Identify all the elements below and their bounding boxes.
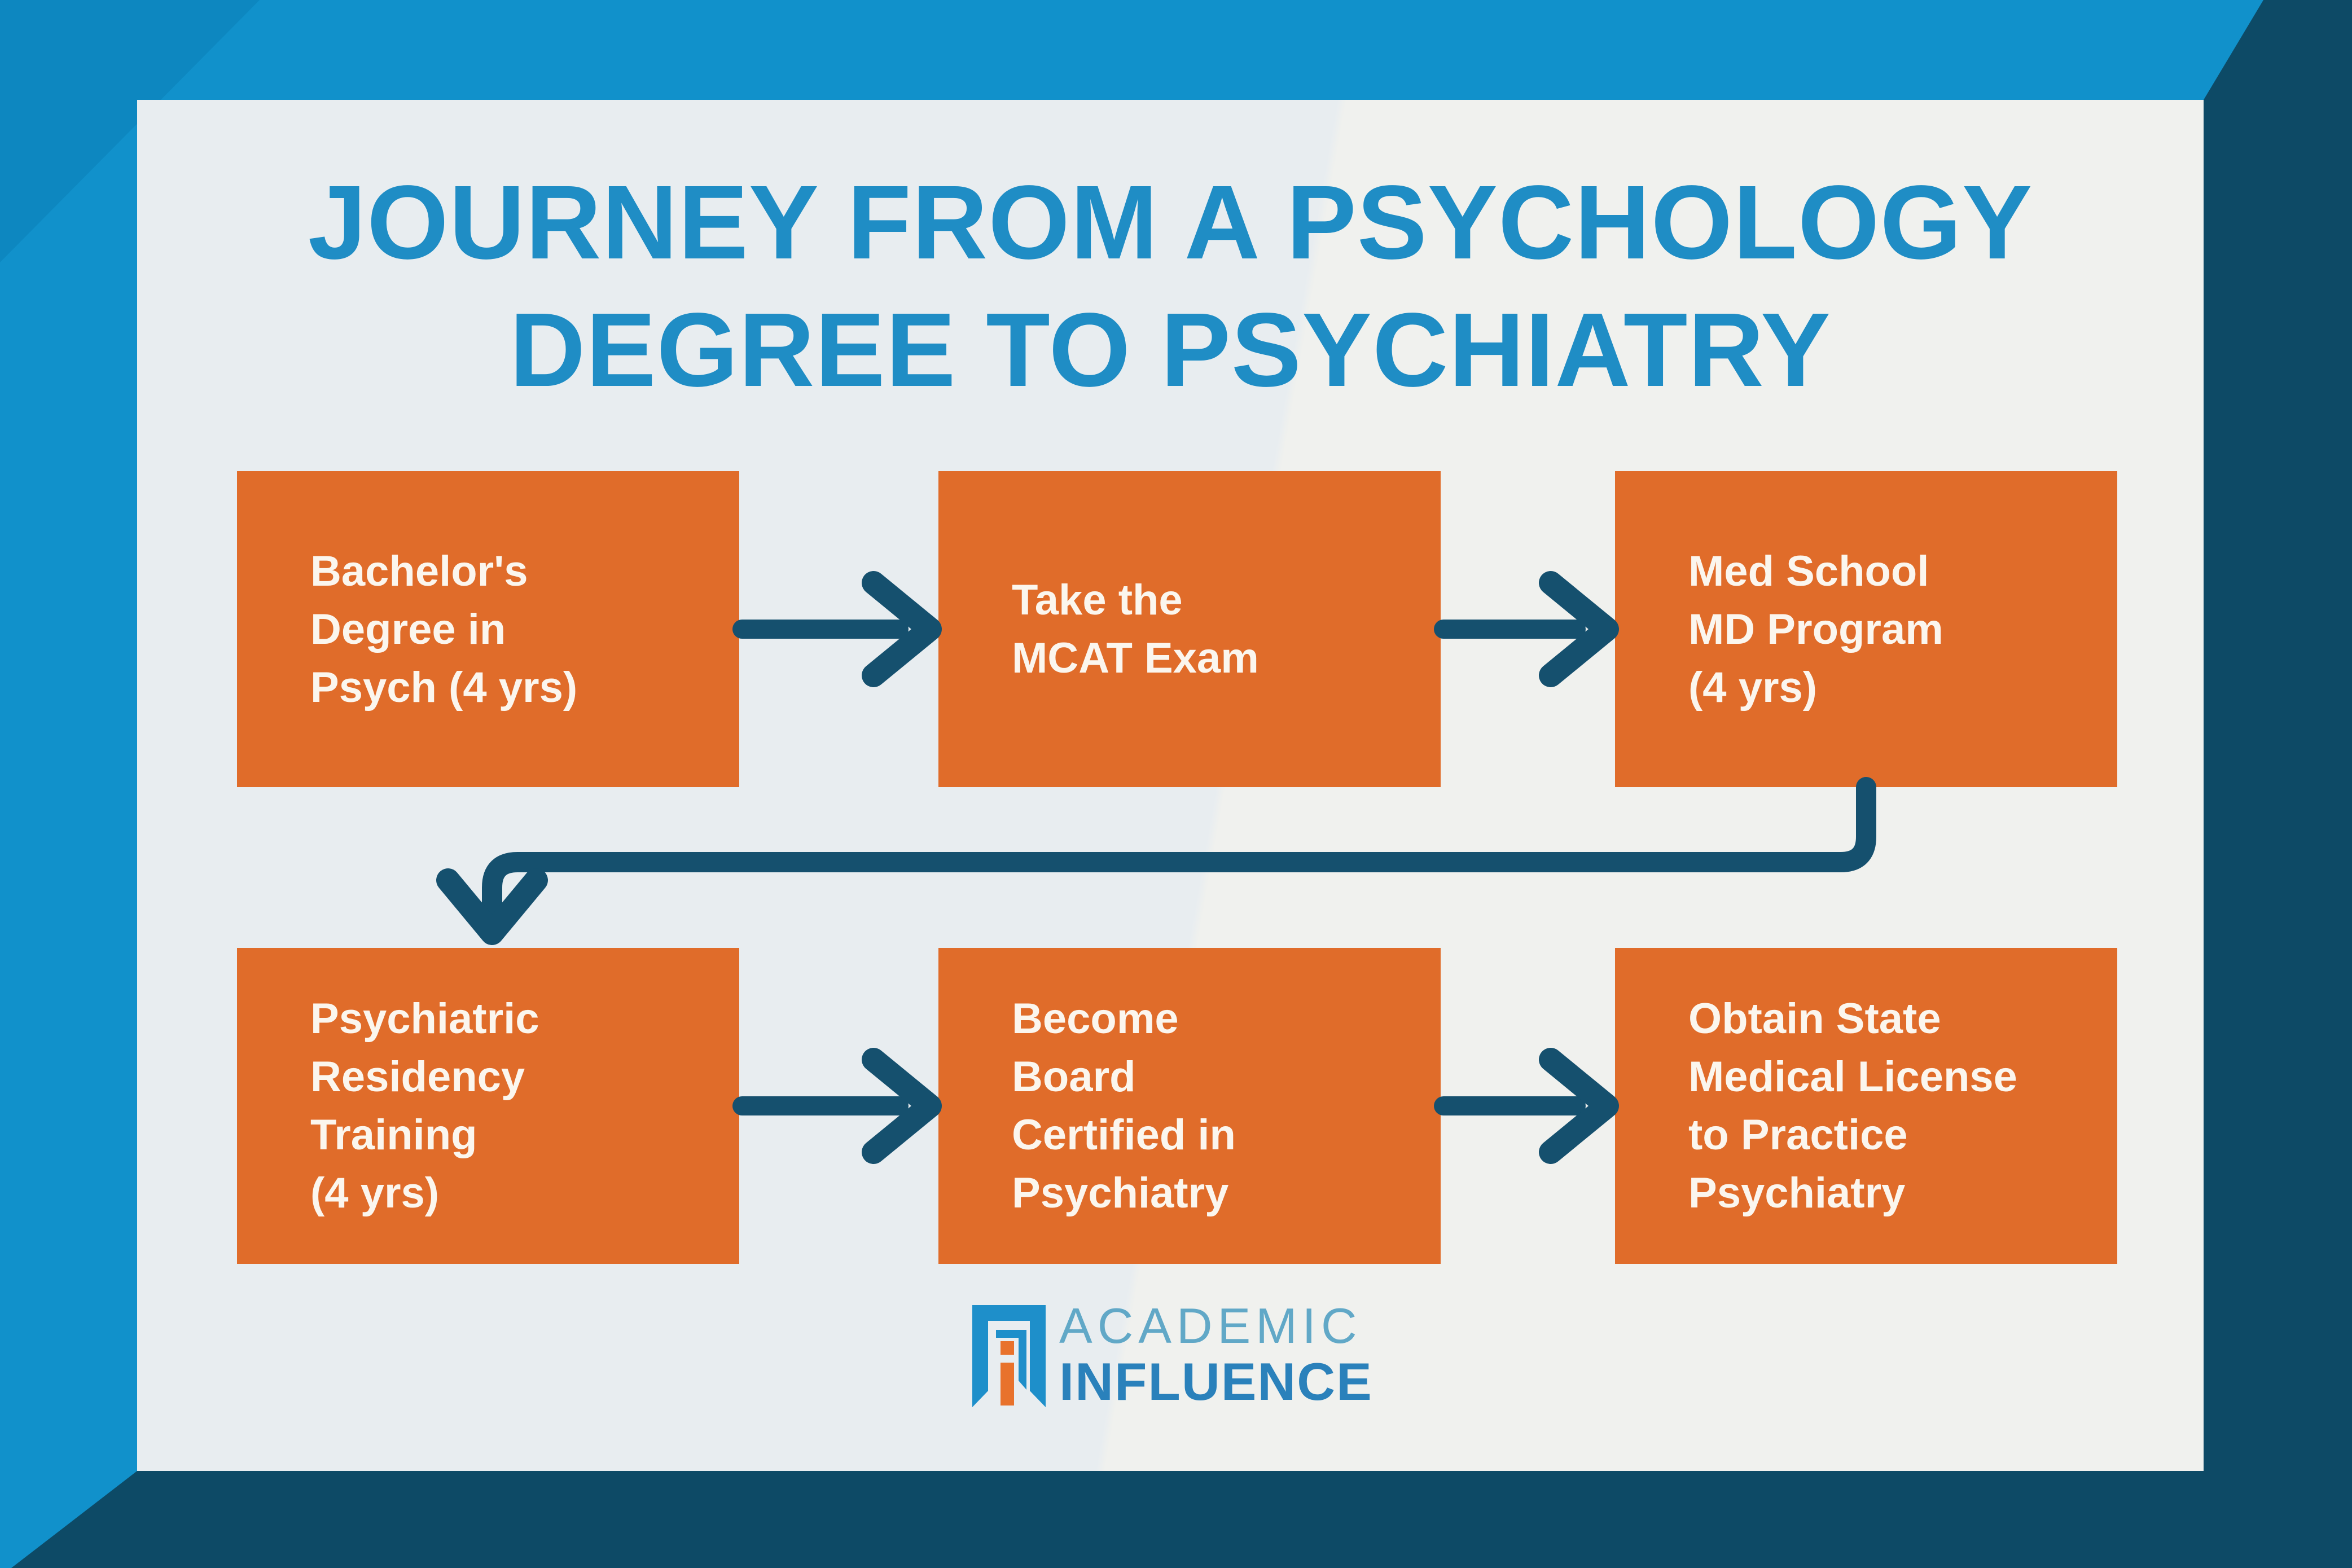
logo-word-academic: ACADEMIC	[1059, 1298, 1362, 1354]
academic-influence-mark-icon	[972, 1305, 1046, 1407]
academic-influence-logo: ACADEMIC INFLUENCE	[972, 1298, 1373, 1414]
logo-word-influence: INFLUENCE	[1059, 1352, 1373, 1411]
flow-step-label: Med School MD Program (4 yrs)	[1688, 547, 1943, 711]
corner-shade-triangle	[0, 0, 260, 262]
logo-text: ACADEMIC INFLUENCE	[1059, 1298, 1373, 1414]
flow-step-label: Take the MCAT Exam	[1012, 576, 1259, 682]
flow-step-board-certified: Become Board Certified in Psychiatry	[938, 948, 1441, 1264]
flow-step-label: Become Board Certified in Psychiatry	[1012, 995, 1236, 1217]
page-title: JOURNEY FROM A PSYCHOLOGY DEGREE TO PSYC…	[137, 159, 2204, 414]
flow-step-label: Obtain State Medical License to Practice…	[1688, 995, 2017, 1217]
page-title-line1: JOURNEY FROM A PSYCHOLOGY	[308, 164, 2033, 281]
page-title-line2: DEGREE TO PSYCHIATRY	[510, 292, 1831, 409]
flow-step-label: Bachelor's Degree in Psych (4 yrs)	[310, 547, 578, 711]
flow-step-label: Psychiatric Residency Training (4 yrs)	[310, 995, 539, 1217]
flow-step-residency: Psychiatric Residency Training (4 yrs)	[237, 948, 739, 1264]
flow-step-med-school: Med School MD Program (4 yrs)	[1615, 471, 2117, 787]
flow-step-bachelors-degree: Bachelor's Degree in Psych (4 yrs)	[237, 471, 739, 787]
flow-step-mcat-exam: Take the MCAT Exam	[938, 471, 1441, 787]
flow-step-medical-license: Obtain State Medical License to Practice…	[1615, 948, 2117, 1264]
